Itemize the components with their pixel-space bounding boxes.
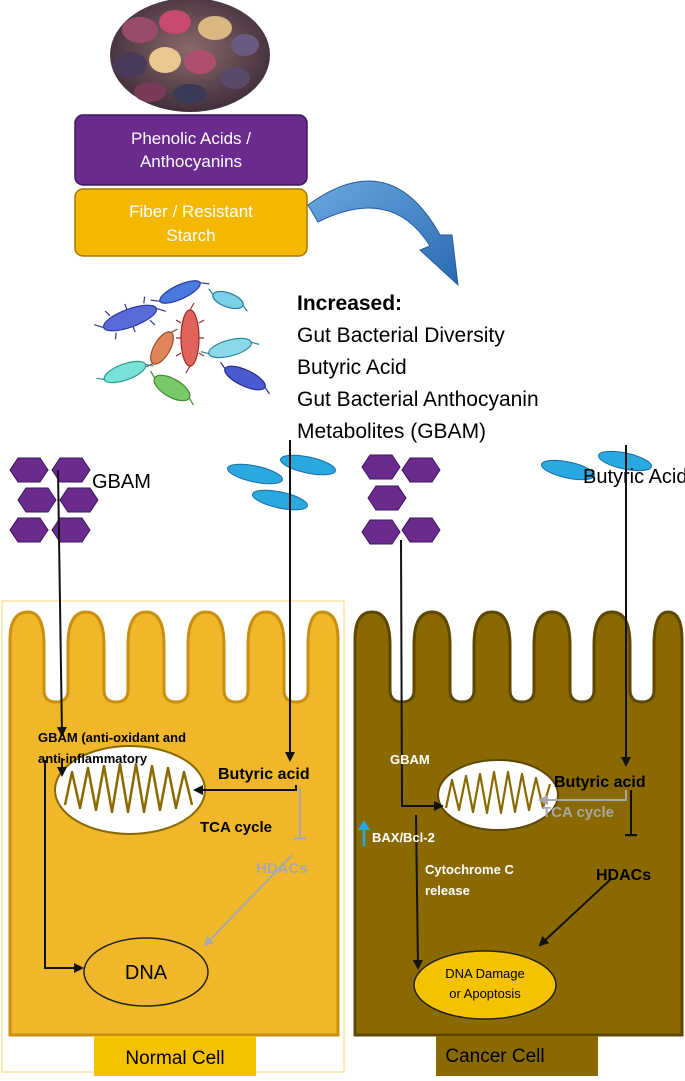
hdacs-left: HDACs [256,860,308,877]
outcome-line1: DNA Damage [445,966,524,981]
gbam-hexagons-left [9,457,99,543]
fiber-line2: Starch [166,226,215,245]
tca-cycle-right: TCA cycle [542,804,614,821]
mitochondrion-right [437,759,559,831]
outcome-ellipse [413,950,557,1020]
phenolic-line1: Phenolic Acids / [131,129,251,148]
curved-arrow-icon [307,180,459,287]
increased-heading: Increased: [297,292,402,315]
butyrate-ellipses-left [227,454,336,511]
cancer-cell-caption: Cancer Cell [445,1046,544,1067]
normal-cell-caption: Normal Cell [125,1048,224,1069]
fiber-line1: Fiber / Resistant [129,202,253,221]
normal-cell-caption-box [94,1036,256,1076]
mitochondrion-left [54,745,206,835]
increased-item: Butyric Acid [297,356,407,379]
gbam-desc-line2: anti-inflammatory [38,751,148,766]
increased-item: Gut Bacterial Diversity [297,324,505,347]
hdacs-right: HDACs [596,867,651,884]
increased-item: Metabolites (GBAM) [297,420,486,443]
bax-label: BAX/Bcl-2 [372,830,435,845]
phenolic-line2: Anthocyanins [140,152,242,171]
increased-item: Gut Bacterial Anthocyanin [297,388,539,411]
dna-label: DNA [125,962,168,984]
tca-cycle-left: TCA cycle [200,819,272,836]
bacteria-icon [93,280,271,406]
right-arrows [400,445,631,970]
cyto-line1: Cytochrome C [425,862,514,877]
butyric-acid-right: Butyric acid [554,774,646,791]
gbam-hexagons-right [361,454,441,545]
butyric-label-right: Butyric Acid [583,466,685,488]
butyric-acid-left: Butyric acid [218,766,310,783]
gbam-desc-line1: GBAM (anti-oxidant and [38,730,186,745]
up-arrow-icon [358,820,370,846]
cancer-cell-caption-box [436,1036,598,1076]
phenolic-box [74,114,308,186]
potato-image [110,0,270,112]
fiber-box [74,188,308,257]
dna-ellipse [83,937,209,1007]
gbam-right: GBAM [390,752,430,767]
gbam-label-left: GBAM [92,471,151,493]
cyto-line2: release [425,883,470,898]
outcome-line2: or Apoptosis [449,986,521,1001]
left-arrows [44,440,300,973]
